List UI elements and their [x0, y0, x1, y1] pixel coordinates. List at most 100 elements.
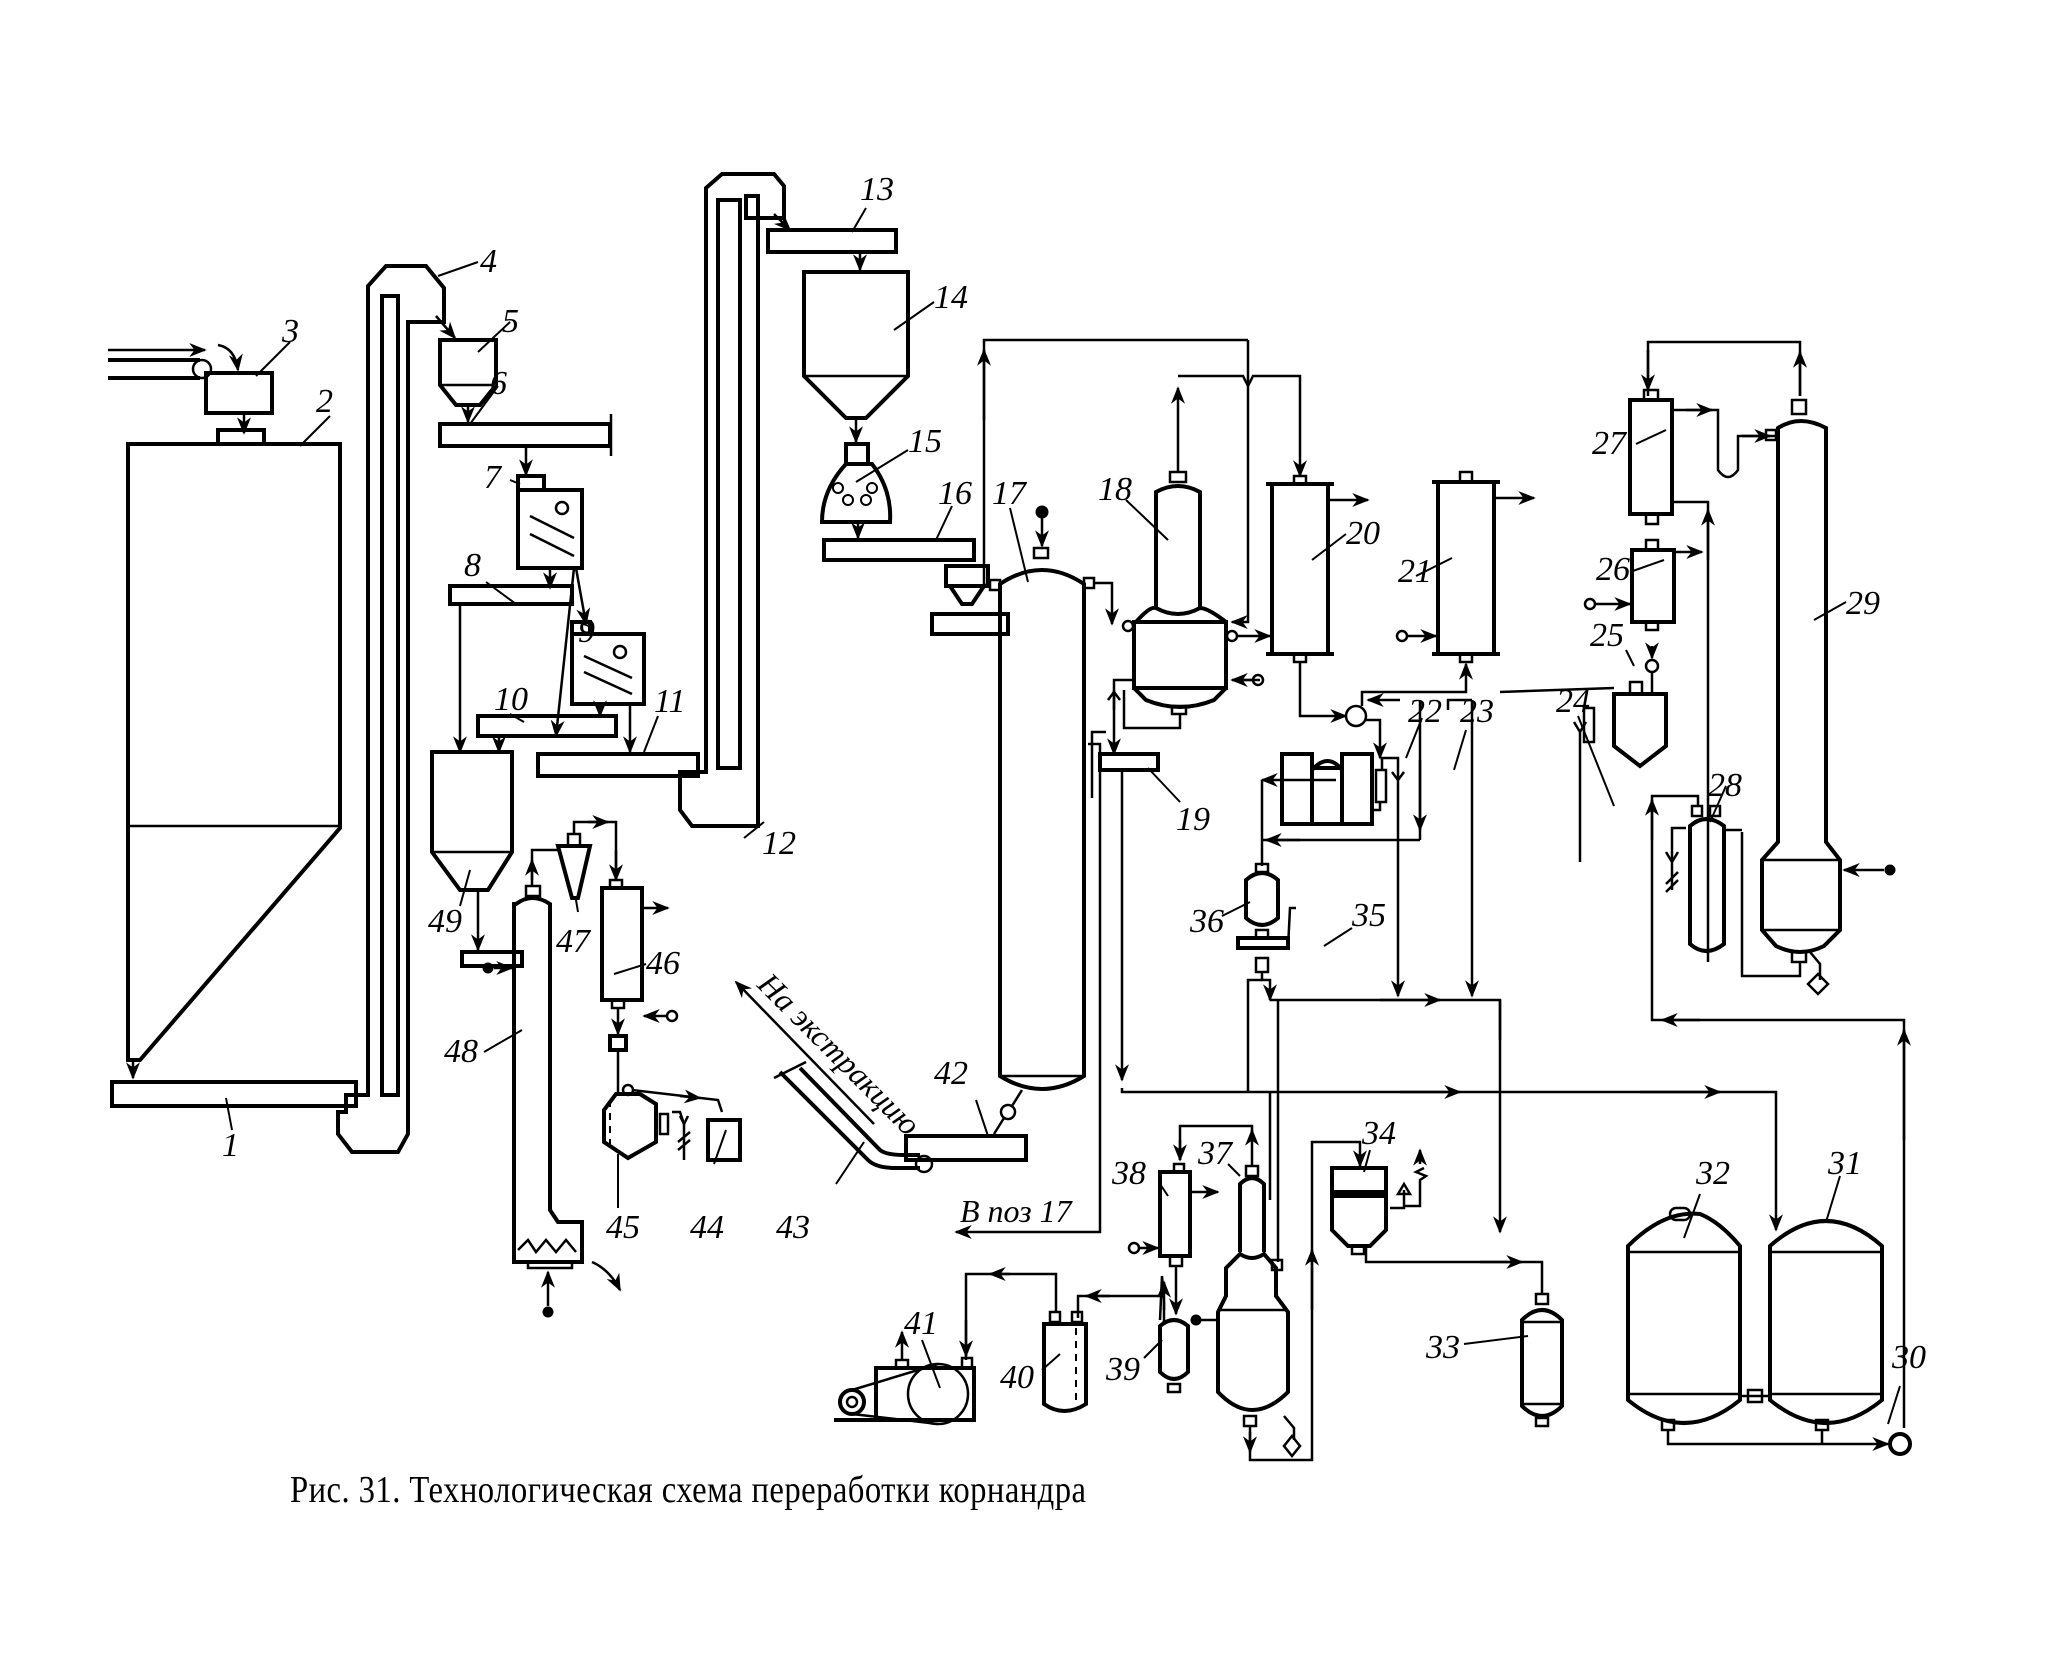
receiver-25 — [1612, 680, 1668, 769]
label-19: 19 — [1176, 801, 1210, 838]
label-46: 46 — [646, 945, 680, 982]
label-4: 4 — [480, 243, 497, 280]
note-to-extraction: На экстракцию — [750, 965, 927, 1142]
label-39: 39 — [1105, 1351, 1140, 1388]
label-34: 34 — [1361, 1115, 1396, 1152]
weigher-35 — [1236, 906, 1296, 950]
equipment-labels: 1 2 3 4 5 6 7 8 9 10 11 12 13 14 15 16 1… — [222, 171, 1926, 1396]
label-20: 20 — [1346, 515, 1380, 552]
cyclone-47 — [555, 832, 593, 900]
valve-46 — [608, 1034, 628, 1052]
condenser-21 — [1432, 470, 1500, 664]
sieve-separator-9 — [570, 620, 646, 706]
label-6: 6 — [490, 365, 507, 402]
label-36: 36 — [1189, 903, 1224, 940]
screw-conveyor-11 — [536, 752, 700, 778]
vacuum-pump-41 — [834, 1356, 976, 1426]
label-12: 12 — [762, 825, 796, 862]
label-22: 22 — [1408, 693, 1442, 730]
label-14: 14 — [934, 279, 968, 316]
label-15: 15 — [908, 423, 942, 460]
bucket-elevator-12 — [678, 172, 786, 828]
label-40: 40 — [1000, 1359, 1034, 1396]
label-5: 5 — [502, 303, 519, 340]
label-8: 8 — [464, 547, 481, 584]
label-9: 9 — [578, 613, 595, 650]
label-43: 43 — [776, 1209, 810, 1246]
storage-tank-32 — [1626, 1206, 1742, 1432]
label-44: 44 — [690, 1209, 724, 1246]
feed-belt-conveyor — [108, 343, 243, 380]
label-21: 21 — [1398, 553, 1432, 590]
label-27: 27 — [1592, 425, 1628, 462]
receiver-39 — [1158, 1318, 1190, 1394]
leader-lines — [225, 207, 1901, 1425]
label-42: 42 — [934, 1055, 968, 1092]
label-18: 18 — [1098, 471, 1132, 508]
distillation-still-18 — [1121, 470, 1228, 716]
label-1: 1 — [222, 1127, 239, 1164]
screw-conveyor-8 — [448, 584, 574, 606]
label-28: 28 — [1708, 767, 1742, 804]
label-25: 25 — [1590, 617, 1624, 654]
label-35: 35 — [1351, 897, 1386, 934]
screw-conveyor-6 — [438, 422, 612, 448]
screw-conveyor-17-feed — [930, 612, 1010, 636]
note-to-pos17: В поз 17 — [960, 1193, 1074, 1229]
sieve-separator-7 — [516, 474, 584, 570]
figure-caption: Рис. 31. Технологическая схема переработ… — [290, 1469, 1087, 1511]
hopper-49 — [430, 750, 514, 892]
screw-conveyor-42 — [904, 1134, 1028, 1162]
condenser-46 — [600, 878, 644, 1010]
label-37: 37 — [1197, 1135, 1234, 1172]
condenser-38 — [1158, 1162, 1192, 1268]
dryer-48 — [512, 884, 584, 1270]
label-13: 13 — [860, 171, 894, 208]
label-23: 23 — [1460, 693, 1494, 730]
label-49: 49 — [428, 903, 462, 940]
distillation-still-37 — [1216, 1164, 1290, 1428]
rotary-feeder — [944, 564, 990, 606]
label-48: 48 — [444, 1033, 478, 1070]
receiver-45 — [602, 1083, 670, 1161]
roller-mill-15 — [819, 442, 893, 524]
level-gauge-23 — [1374, 756, 1405, 812]
label-16: 16 — [938, 475, 972, 512]
separator-19 — [1098, 752, 1160, 772]
scale-3 — [204, 371, 274, 415]
label-26: 26 — [1596, 551, 1630, 588]
screw-conveyor-1 — [110, 1080, 358, 1108]
condenser-20 — [1266, 474, 1334, 664]
screw-conveyor-10 — [476, 714, 618, 738]
label-7: 7 — [484, 459, 503, 496]
label-38: 38 — [1111, 1155, 1146, 1192]
inclined-conveyor-43 — [773, 1060, 934, 1174]
screw-conveyor-13 — [766, 228, 898, 254]
label-45: 45 — [606, 1209, 640, 1246]
label-10: 10 — [494, 681, 528, 718]
bunker-14 — [802, 270, 910, 420]
receiver-36 — [1244, 862, 1280, 940]
label-29: 29 — [1846, 585, 1880, 622]
storage-tank-31 — [1768, 1219, 1884, 1432]
separator-34 — [1330, 1166, 1388, 1256]
florentine-flask-22 — [1280, 752, 1374, 826]
label-24: 24 — [1556, 683, 1590, 720]
label-11: 11 — [654, 683, 685, 720]
label-30: 30 — [1891, 1339, 1926, 1376]
label-17: 17 — [992, 475, 1028, 512]
pump-30 — [1888, 1432, 1912, 1456]
screw-conveyor-16 — [822, 538, 976, 562]
label-32: 32 — [1695, 1155, 1730, 1192]
condenser-27 — [1628, 388, 1674, 526]
receiver-44 — [706, 1118, 742, 1162]
label-33: 33 — [1425, 1329, 1460, 1366]
label-3: 3 — [281, 313, 299, 350]
extraction-column-17 — [988, 505, 1096, 1091]
label-41: 41 — [904, 1305, 938, 1342]
storage-silo-2 — [126, 428, 342, 1062]
receiver-33 — [1520, 1292, 1564, 1428]
label-2: 2 — [316, 383, 333, 420]
rectification-column-29 — [1760, 398, 1842, 964]
